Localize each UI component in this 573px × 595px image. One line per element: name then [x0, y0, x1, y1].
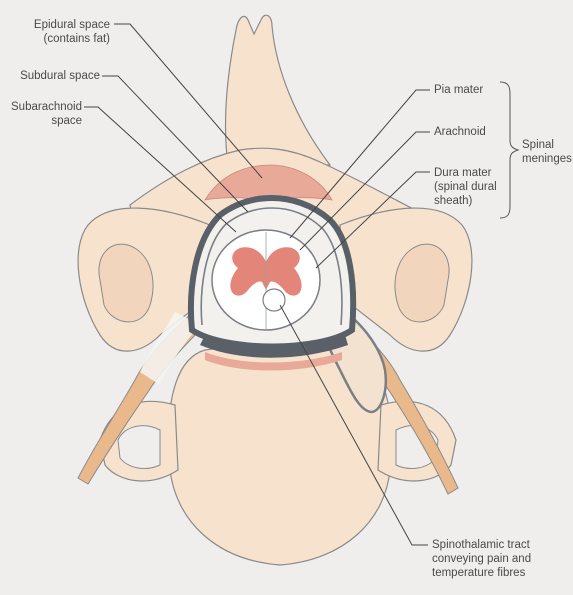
left-foramen	[118, 426, 160, 469]
spinous-process	[226, 15, 330, 165]
meninges-brace	[500, 82, 518, 218]
label-dura-mater: Dura mater (spinal dural sheath)	[434, 166, 497, 208]
label-arachnoid: Arachnoid	[434, 125, 486, 139]
label-epidural-space: Epidural space (contains fat)	[6, 18, 110, 46]
label-spinal-meninges: Spinal meninges	[522, 138, 572, 166]
label-subarachnoid-space: Subarachnoid space	[6, 100, 82, 128]
label-pia-mater: Pia mater	[434, 83, 483, 97]
label-subdural-space: Subdural space	[6, 69, 100, 83]
label-spinothalamic-tract: Spinothalamic tract conveying pain and t…	[432, 538, 531, 580]
